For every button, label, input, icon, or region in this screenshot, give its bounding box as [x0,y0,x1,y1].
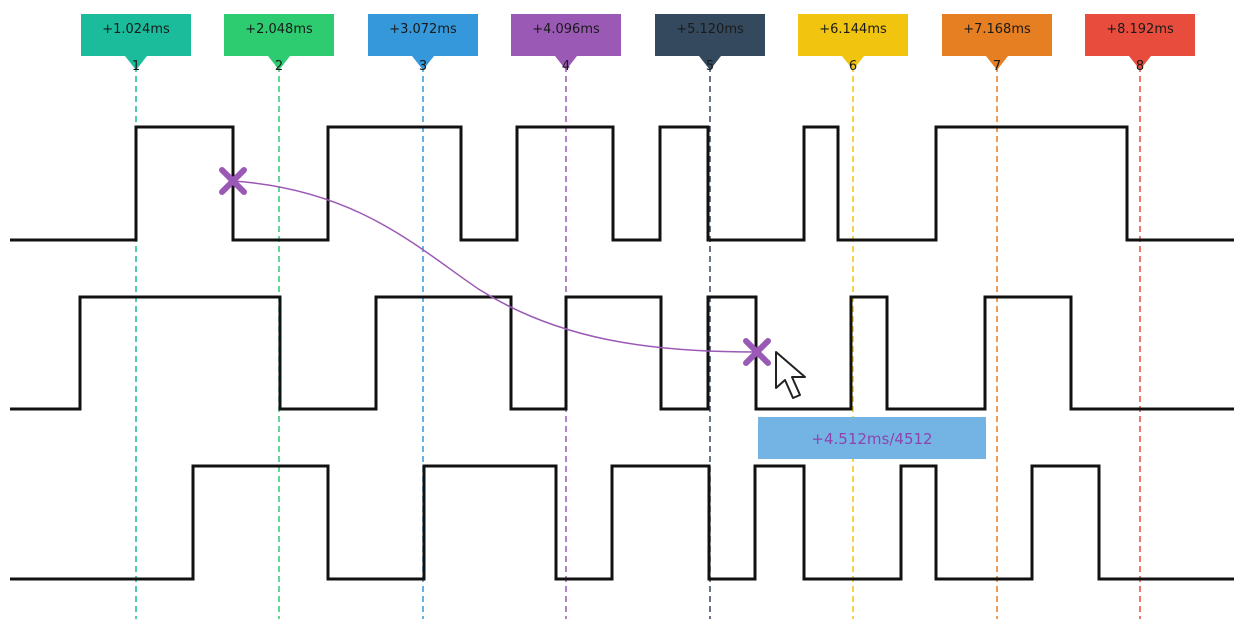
marker-number: 3 [419,59,427,74]
channel-2-waveform [10,295,1234,411]
marker-flag-1[interactable]: +1.024ms 1 [81,14,191,74]
marker-pointer-8 [1129,56,1151,70]
marker-time-label: +3.072ms [389,22,457,37]
measurement-curve [232,180,758,353]
channel-3-waveform [10,464,1234,581]
marker-number: 6 [849,59,857,74]
marker-box-4 [511,14,621,56]
measurement-label: +4.512ms/4512 [811,430,932,448]
marker-box-5 [655,14,765,56]
marker-time-label: +4.096ms [532,22,600,37]
marker-flags: +1.024ms 1 +2.048ms 2 +3.072ms 3 +4.096ms 4 +5.1… [81,14,1195,74]
marker-pointer-7 [986,56,1008,70]
marker-time-label: +5.120ms [676,22,744,37]
marker-flag-5[interactable]: +5.120ms 5 [655,14,765,74]
mouse-pointer-icon [775,351,806,399]
marker-pointer-5 [699,56,721,70]
marker-flag-4[interactable]: +4.096ms 4 [511,14,621,74]
marker-box-3 [368,14,478,56]
channel-1-waveform [10,125,1234,242]
marker-pointer-2 [268,56,290,70]
marker-flag-7[interactable]: +7.168ms 7 [942,14,1052,74]
measurement[interactable]: +4.512ms/4512 [219,167,986,459]
marker-time-label: +6.144ms [819,22,887,37]
marker-lines [135,56,1141,619]
marker-number: 5 [706,59,714,74]
marker-box-8 [1085,14,1195,56]
channels [10,125,1234,581]
marker-flag-8[interactable]: +8.192ms 8 [1085,14,1195,74]
marker-pointer-1 [125,56,147,70]
marker-time-label: +8.192ms [1106,22,1174,37]
marker-box-6 [798,14,908,56]
marker-number: 1 [132,59,140,74]
marker-pointer-3 [412,56,434,70]
marker-box-2 [224,14,334,56]
marker-flag-6[interactable]: +6.144ms 6 [798,14,908,74]
marker-time-label: +1.024ms [102,22,170,37]
marker-number: 7 [993,59,1001,74]
marker-time-label: +2.048ms [245,22,313,37]
marker-pointer-6 [842,56,864,70]
marker-time-label: +7.168ms [963,22,1031,37]
marker-box-7 [942,14,1052,56]
measurement-end-cross-icon[interactable] [743,338,771,366]
marker-number: 8 [1136,59,1144,74]
marker-box-1 [81,14,191,56]
marker-number: 2 [275,59,283,74]
measurement-start-cross-icon[interactable] [219,167,247,195]
marker-flag-3[interactable]: +3.072ms 3 [368,14,478,74]
marker-flag-2[interactable]: +2.048ms 2 [224,14,334,74]
marker-pointer-4 [555,56,577,70]
marker-number: 4 [562,59,570,74]
measurement-label-box [758,417,986,459]
